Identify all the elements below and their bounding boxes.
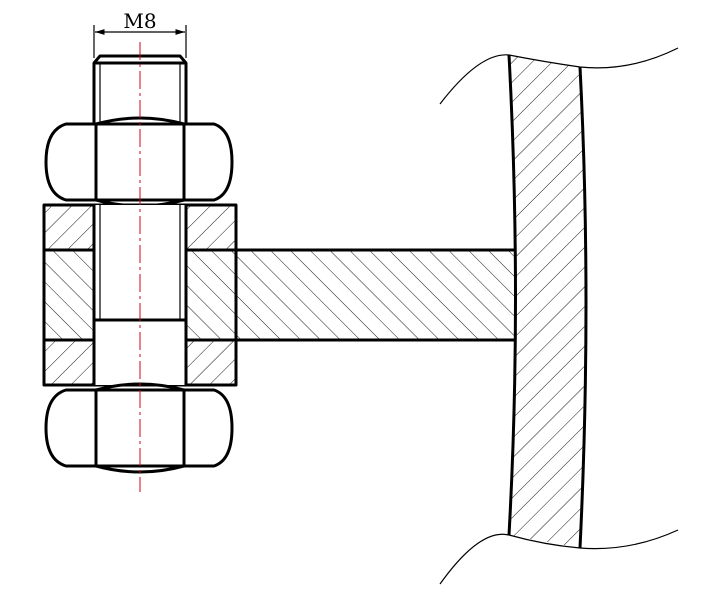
wall-section [439, 47, 679, 585]
bottom-hex-nut [44, 382, 234, 474]
thread-dimension: M8 [93, 9, 187, 58]
support-arm [184, 248, 514, 342]
thread-size-label: M8 [123, 9, 156, 33]
top-hex-nut [44, 116, 234, 208]
bracket-section [42, 203, 238, 387]
